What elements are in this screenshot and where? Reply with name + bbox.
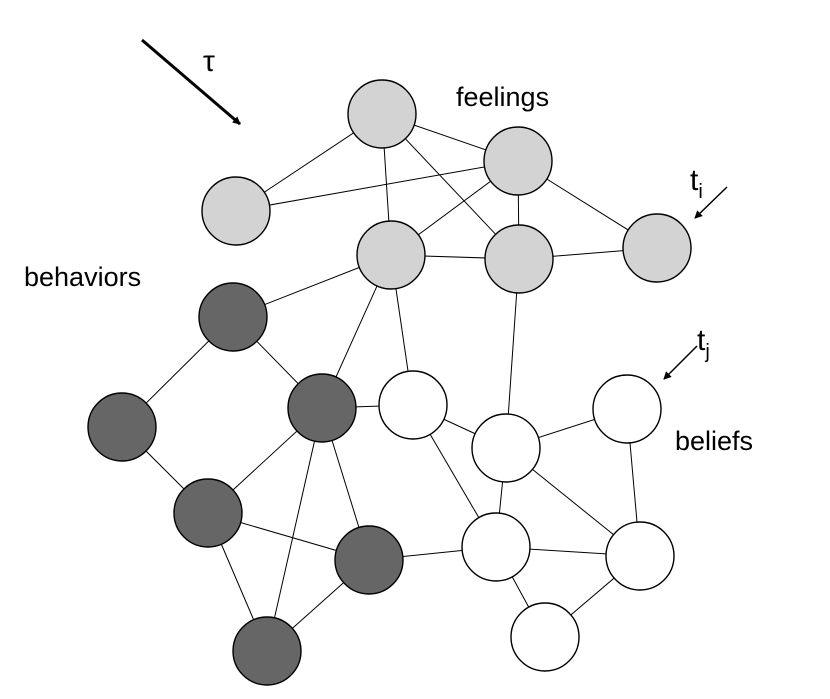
behaviors-node	[334, 525, 404, 595]
nodes	[87, 79, 692, 686]
beliefs-node	[461, 512, 531, 582]
feelings-node	[484, 224, 554, 294]
ti-arrow	[694, 186, 728, 219]
feelings-node	[483, 126, 553, 196]
behaviors-node	[287, 373, 357, 443]
behaviors-node	[87, 392, 157, 462]
behaviors-label: behaviors	[24, 262, 141, 292]
beliefs-node	[592, 374, 662, 444]
tau-arrow	[141, 38, 241, 126]
behaviors-node	[232, 616, 302, 686]
tj-subscript: j	[704, 341, 709, 363]
beliefs-label: beliefs	[675, 426, 753, 456]
ti-label: ti	[690, 164, 703, 203]
tj-arrow	[663, 345, 698, 380]
feelings-node	[347, 79, 417, 149]
beliefs-node	[471, 413, 541, 483]
beliefs-node	[378, 370, 448, 440]
ti-base: t	[690, 164, 699, 197]
feelings-node	[356, 220, 426, 290]
feelings-node	[622, 213, 692, 283]
tj-label: tj	[697, 324, 710, 363]
feelings-node	[201, 176, 271, 246]
feelings-label: feelings	[456, 82, 549, 112]
ti-subscript: i	[698, 181, 702, 203]
beliefs-node	[510, 602, 580, 672]
behaviors-node	[198, 282, 268, 352]
beliefs-node	[605, 521, 675, 591]
tj-base: t	[697, 324, 706, 357]
edge-f3-f2	[235, 160, 519, 212]
tau-label: τ	[203, 45, 215, 78]
edge-b3-b6	[266, 407, 323, 652]
behaviors-node	[173, 478, 243, 548]
